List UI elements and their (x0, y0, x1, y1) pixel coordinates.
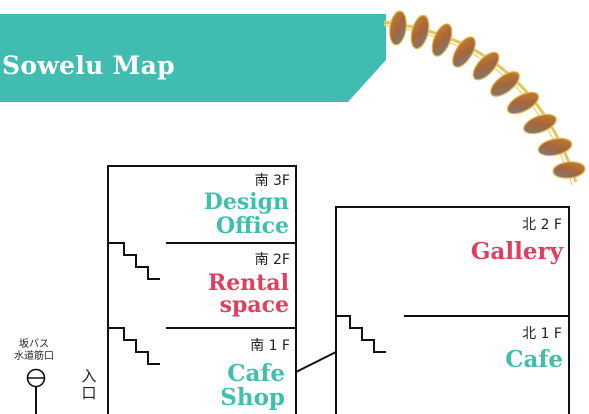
entrance-label: 入 口 (81, 368, 97, 402)
floor-label-south-1f: 南 1 F (250, 338, 290, 354)
room-design-office-line2: Office (216, 213, 289, 239)
bus-stop-name: 坂バス (19, 339, 49, 350)
bus-stop-sub: 水道筋口 (14, 351, 54, 362)
room-cafe-shop-line2: Shop (220, 384, 285, 411)
bus-stop-icon (26, 368, 46, 388)
room-rental-space-line2: space (219, 292, 289, 318)
room-cafe-shop: Cafe Shop (168, 362, 285, 410)
floor-label-north-1f: 北 1 F (522, 326, 562, 342)
room-design-office: Design Office (168, 190, 289, 238)
floor-label-south-2f: 南 2F (254, 252, 290, 268)
map-title: Sowelu Map (2, 51, 175, 80)
entrance-char-2: 口 (81, 384, 97, 402)
room-cafe-shop-line1: Cafe (227, 360, 285, 387)
floor-label-south-3f: 南 3F (254, 173, 290, 189)
title-banner (0, 14, 386, 102)
leaf-arc-decoration (383, 10, 586, 186)
room-rental-space: Rental space (168, 272, 289, 316)
bus-stop-label: 坂バス 水道筋口 (11, 339, 57, 363)
room-rental-space-line1: Rental (207, 270, 289, 296)
room-cafe: Cafe (505, 346, 563, 373)
room-design-office-line1: Design (203, 189, 289, 215)
floor-label-north-2f: 北 2 F (522, 217, 562, 233)
room-gallery: Gallery (470, 238, 563, 265)
entrance-char-1: 入 (81, 367, 97, 385)
